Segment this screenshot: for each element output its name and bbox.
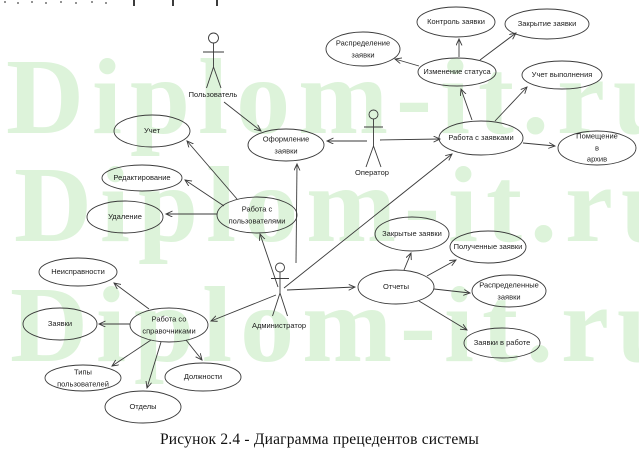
cropped-text-fragment [91,1,93,3]
usecase-ellipse-pomeshchenie-v-arkhiv [557,130,637,166]
actor-user-icon [203,32,224,89]
usecase-label-udalenie: Удаление [108,212,142,222]
actor-admin-icon [271,262,289,317]
usecase-ellipse-tipy-polzovatelej [44,364,122,392]
association-otchety-v-rabote [418,300,467,330]
usecase-ellipse-rabota-so-spravochnikami [129,307,209,343]
usecase-ellipse-dolzhnosti [164,362,242,392]
association-zayavki-uchet-vypolneniya [494,87,527,122]
usecase-label-zayavki-v-rabote: Заявки в работе [473,338,531,348]
watermark-row-1: Diplom-it.ru [6,38,639,157]
usecase-label-rabota-s-polzovatelyami: Работа с пользователями [228,204,286,225]
association-sprav-dolzhnosti [185,339,202,360]
cropped-text-fragment [17,2,19,4]
usecase-label-otchety: Отчеты [383,282,409,292]
association-polz-uchet [187,141,238,200]
association-operator-rabota-zayavki [379,139,440,140]
association-zayavki-izmenenie [461,89,473,121]
actor-label-admin: Администратор [251,321,307,330]
cropped-text-fragment [4,1,6,3]
cropped-text-fragment [105,2,107,4]
usecase-ellipse-udalenie [86,200,164,234]
usecase-label-zakrytye-zayavki: Закрытые заявки [382,229,442,239]
usecase-label-rabota-so-spravochnikami: Работа со справочниками [142,314,196,335]
usecase-ellipse-otchety [357,269,435,305]
usecase-ellipse-uchet [113,114,191,148]
usecase-ellipse-izmenenie-statusa [417,57,497,87]
usecase-ellipse-rabota-s-zayavkami [438,120,524,156]
usecase-ellipse-rabota-s-polzovatelyami [216,196,298,234]
usecase-label-raspredelennye-zayavki: Распределенные заявки [479,280,539,301]
usecase-label-pomeshchenie-v-arkhiv: Помещение в архив [576,131,618,164]
actor-label-user: Пользователь [188,90,238,99]
association-sprav-tipy [112,339,152,366]
cropped-text-fragment [75,2,77,4]
association-otchety-raspredelennye [433,288,470,293]
usecase-label-tipy-polzovatelej: Типы пользователей [57,367,109,388]
association-sprav-neispravnosti [114,283,150,310]
usecase-ellipse-otdely [104,390,182,424]
usecase-ellipse-neispravnosti [38,257,118,287]
cropped-text-fragment [45,2,47,4]
usecase-label-neispravnosti: Неисправности [51,267,105,277]
cropped-text-fragment [60,1,62,3]
usecase-ellipse-raspredelennye-zayavki [471,274,547,308]
association-admin-spravochniki [211,294,277,321]
usecase-ellipse-poluchennye-zayavki [449,230,527,264]
usecase-label-rabota-s-zayavkami: Работа с заявками [448,133,514,143]
association-sprav-otdely [147,341,162,388]
cropped-text-fragment [216,0,218,6]
association-user-oformlenie [223,101,261,131]
usecase-label-zayavki: Заявки [47,319,73,329]
association-otchety-zakrytye [403,253,411,271]
usecase-ellipse-zayavki-v-rabote [463,327,541,359]
usecase-label-otdely: Отделы [129,402,157,412]
usecase-ellipse-raspredelenie-zayavki [325,31,401,67]
usecase-label-oformlenie-zayavki: Оформление заявки [262,134,310,155]
usecase-label-redaktirovanie: Редактирование [113,173,171,183]
association-izmenenie-raspredelenie [395,59,420,67]
association-admin-rabota-polz [260,234,279,288]
usecase-ellipse-redaktirovanie [101,164,183,192]
usecase-label-uchet-vypolneniya: Учет выполнения [531,70,593,80]
usecase-ellipse-zayavki [22,307,98,341]
usecase-label-izmenenie-statusa: Изменение статуса [423,67,491,77]
association-izmenenie-zakrytie [479,33,516,61]
usecase-ellipse-uchet-vypolneniya [521,60,603,90]
usecase-ellipse-kontrol-zayavki [416,6,496,38]
association-admin-rabota-zayavki [283,154,452,289]
usecase-label-zakrytie-zayavki: Закрытие заявки [517,19,577,29]
cropped-text-fragment [172,0,174,6]
watermark-row-2: Diplom-it.ru [14,146,639,265]
usecase-label-poluchennye-zayavki: Полученные заявки [453,242,523,252]
figure-caption: Рисунок 2.4 - Диаграмма прецедентов сист… [159,431,480,448]
usecase-label-uchet: Учет [143,126,161,136]
usecase-ellipse-zakrytye-zayavki [374,216,450,252]
association-polz-redaktirovanie [185,180,225,207]
association-admin-otchety [286,287,355,290]
cropped-text-fragment [31,1,33,3]
usecase-ellipse-oformlenie-zayavki [247,128,325,162]
usecase-label-kontrol-zayavki: Контроль заявки [427,17,485,27]
cropped-text-fragment [133,0,135,6]
association-zayavki-arkhiv [522,143,555,146]
usecase-label-dolzhnosti: Должности [183,372,223,382]
usecase-label-raspredelenie-zayavki: Распределение заявки [335,38,391,59]
actor-label-operator: Оператор [355,168,389,177]
usecase-ellipse-zakrytie-zayavki [504,8,590,40]
actor-operator-icon [364,109,383,168]
association-otchety-poluchennye [426,260,456,277]
